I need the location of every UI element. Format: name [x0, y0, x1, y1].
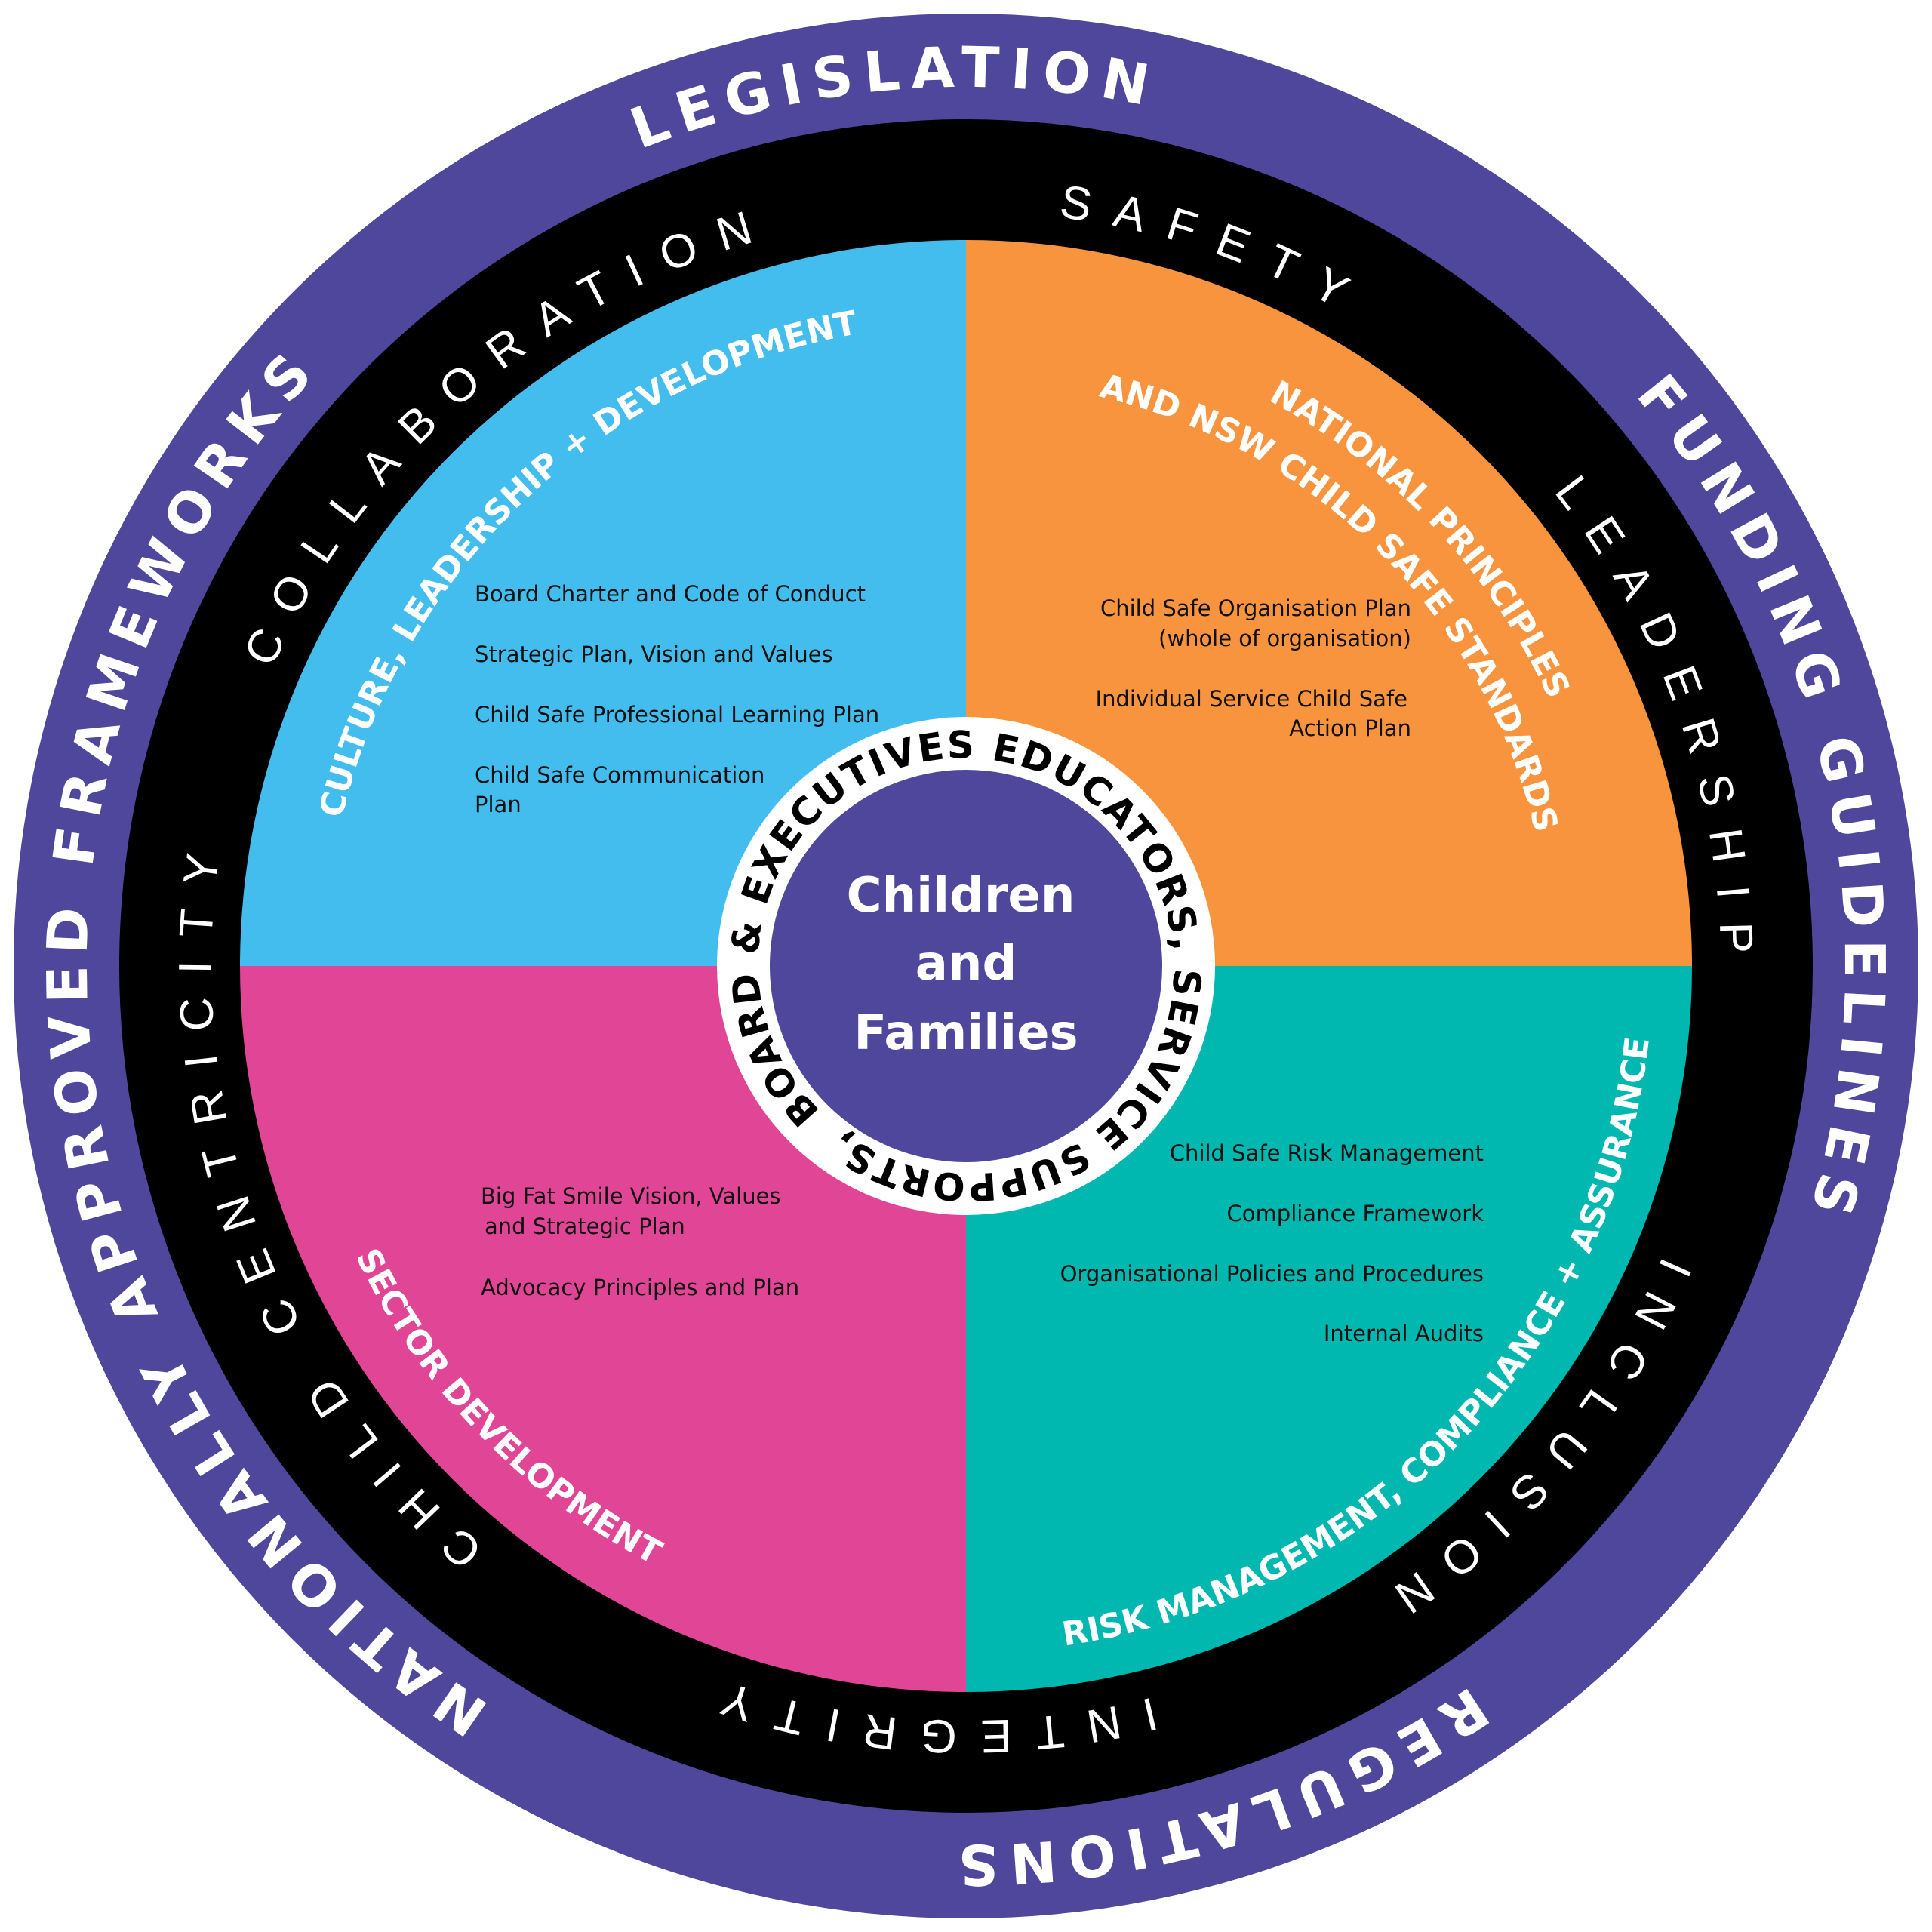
list-item: and Strategic Plan — [485, 1214, 685, 1239]
list-item: Individual Service Child Safe — [1096, 686, 1407, 712]
list-item: Strategic Plan, Vision and Values — [475, 641, 833, 667]
principles-items: Child Safe Organisation Plan (whole of o… — [1096, 595, 1411, 741]
list-item: Board Charter and Code of Conduct — [475, 581, 866, 607]
list-item: Organisational Policies and Procedures — [1060, 1261, 1484, 1287]
quadrants — [240, 240, 1692, 1692]
quadrant-culture — [240, 240, 966, 966]
list-item: Internal Audits — [1324, 1321, 1484, 1346]
list-item: Action Plan — [1289, 715, 1411, 741]
list-item: Child Safe Communication — [475, 762, 764, 788]
sector-items: Big Fat Smile Vision, Values and Strateg… — [481, 1183, 799, 1300]
quadrant-principles — [966, 240, 1692, 966]
list-item: (whole of organisation) — [1158, 626, 1411, 651]
culture-items: Board Charter and Code of Conduct Strate… — [475, 581, 879, 817]
list-item: Advocacy Principles and Plan — [481, 1275, 799, 1300]
risk-items: Child Safe Risk Management Compliance Fr… — [1060, 1140, 1484, 1346]
center-circle — [770, 770, 1162, 1162]
center-label-line2: and — [915, 936, 1017, 992]
quadrant-sector — [240, 966, 966, 1692]
list-item: Child Safe Professional Learning Plan — [475, 702, 879, 728]
list-item: Plan — [475, 792, 521, 817]
center-label-line1: Children — [847, 868, 1075, 924]
list-item: Big Fat Smile Vision, Values — [481, 1183, 781, 1209]
quadrant-risk — [966, 966, 1692, 1692]
list-item: Compliance Framework — [1227, 1201, 1484, 1226]
list-item: Child Safe Risk Management — [1170, 1140, 1484, 1166]
list-item: Child Safe Organisation Plan — [1100, 595, 1411, 621]
center-label-line3: Families — [854, 1005, 1078, 1061]
